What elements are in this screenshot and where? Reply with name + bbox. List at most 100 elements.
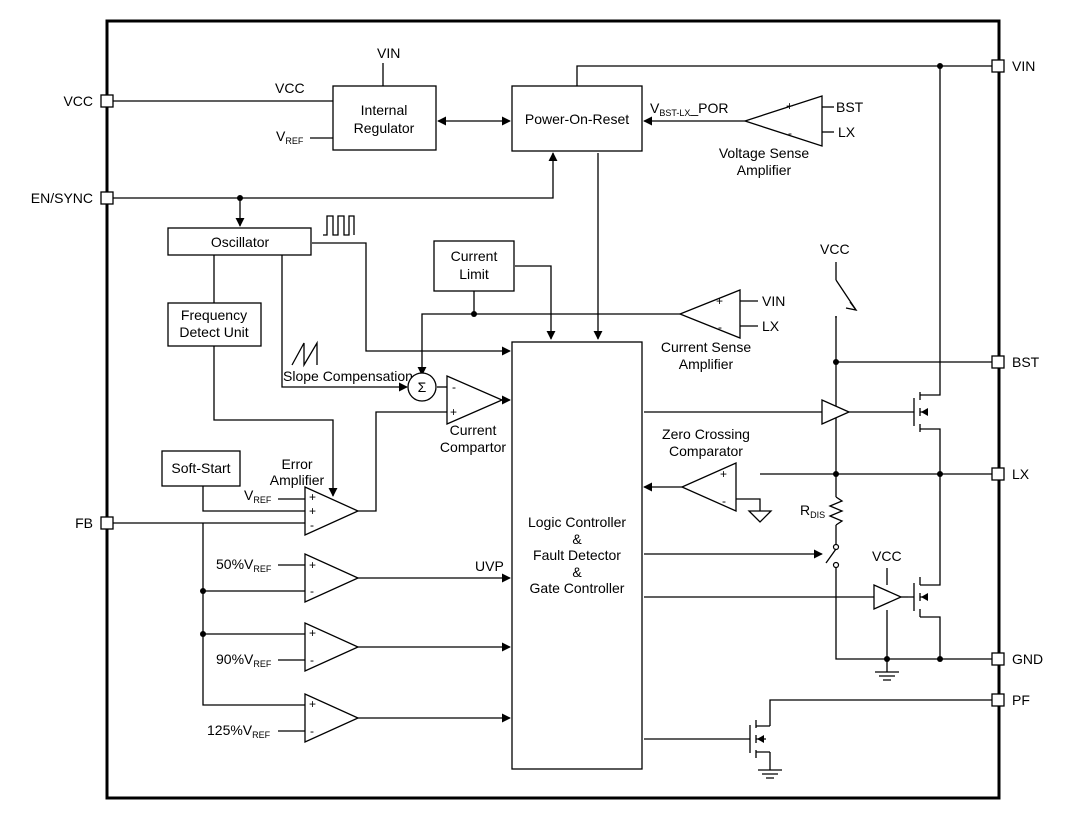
pin-gnd-label: GND bbox=[1012, 651, 1043, 667]
pin-bst-box bbox=[991, 355, 1005, 369]
vsa-title-line2: Amplifier bbox=[737, 162, 792, 178]
csa-title: Current Sense bbox=[661, 339, 751, 355]
zero-crossing-title-line2: Comparator bbox=[669, 443, 743, 459]
svg-text:+: + bbox=[450, 405, 457, 419]
sigma-summer: Σ bbox=[407, 372, 437, 402]
svg-text:+: + bbox=[716, 294, 723, 308]
por-signal-label: VBST-LX_POR bbox=[650, 100, 728, 118]
svg-text:&: & bbox=[572, 564, 582, 580]
svg-text:Oscillator: Oscillator bbox=[211, 234, 270, 250]
ground-symbol bbox=[758, 769, 782, 779]
svg-text:Frequency: Frequency bbox=[181, 307, 247, 323]
csa-title-line2: Amplifier bbox=[679, 356, 734, 372]
svg-text:-: - bbox=[310, 518, 314, 532]
c90-vref-label: 90%VREF bbox=[216, 651, 272, 669]
junction-dots bbox=[200, 63, 943, 662]
error-amplifier-title-line2: Amplifier bbox=[270, 472, 325, 488]
regulator-vin-label: VIN bbox=[377, 45, 400, 61]
c50-vref-label: 50%VREF bbox=[216, 556, 272, 574]
pin-lx-label: LX bbox=[1012, 466, 1030, 482]
svg-text:+: + bbox=[786, 99, 793, 113]
low-side-driver bbox=[873, 583, 903, 611]
pin-vcc-box bbox=[100, 94, 114, 108]
svg-text:Power-On-Reset: Power-On-Reset bbox=[525, 111, 629, 127]
svg-text:-: - bbox=[722, 494, 726, 508]
csa-plus-label: VIN bbox=[762, 293, 785, 309]
svg-text:-: - bbox=[452, 380, 456, 394]
svg-text:+: + bbox=[720, 467, 727, 481]
soft-start-block: Soft-Start bbox=[161, 450, 241, 487]
svg-text:Regulator: Regulator bbox=[354, 120, 415, 136]
svg-text:&: & bbox=[572, 531, 582, 547]
power-on-reset-block: Power-On-Reset bbox=[511, 85, 643, 152]
high-side-driver bbox=[821, 398, 851, 426]
svg-text:-: - bbox=[310, 653, 314, 667]
frequency-detect-block: Frequency Detect Unit bbox=[167, 302, 262, 347]
pin-pf-box bbox=[991, 693, 1005, 707]
pin-gnd-box bbox=[991, 652, 1005, 666]
pin-en-sync-box bbox=[100, 191, 114, 205]
pg-low-comparator: + - bbox=[304, 621, 360, 673]
uvp-label: UVP bbox=[475, 558, 504, 574]
logic-controller-block: Logic Controller & Fault Detector & Gate… bbox=[511, 341, 643, 770]
svg-text:+: + bbox=[309, 626, 316, 640]
svg-text:+: + bbox=[309, 490, 316, 504]
ovp-comparator: + - bbox=[304, 692, 360, 744]
error-amplifier: + + - bbox=[304, 485, 360, 537]
svg-text:Σ: Σ bbox=[418, 379, 427, 395]
pin-lx-box bbox=[991, 467, 1005, 481]
low-side-mosfet bbox=[908, 577, 928, 618]
svg-text:+: + bbox=[309, 504, 316, 518]
rdis-resistor bbox=[828, 496, 844, 526]
ground-symbol bbox=[747, 510, 773, 523]
svg-text:Detect Unit: Detect Unit bbox=[179, 324, 248, 340]
internal-regulator-block: Internal Regulator bbox=[332, 85, 437, 151]
oscillator-block: Oscillator bbox=[167, 227, 312, 256]
pin-vin-label: VIN bbox=[1012, 58, 1035, 74]
c125-vref-label: 125%VREF bbox=[207, 722, 271, 740]
low-driver-vcc-label: VCC bbox=[872, 548, 902, 564]
svg-text:Internal: Internal bbox=[361, 102, 408, 118]
bst-switch-icon bbox=[835, 262, 857, 311]
chip-outline bbox=[105, 19, 1001, 800]
pin-bst-label: BST bbox=[1012, 354, 1040, 370]
svg-text:Logic Controller: Logic Controller bbox=[528, 514, 626, 530]
pin-vin-box bbox=[991, 59, 1005, 73]
svg-text:Current: Current bbox=[451, 248, 498, 264]
bst-switch-vcc-label: VCC bbox=[820, 241, 850, 257]
pin-fb-label: FB bbox=[75, 515, 93, 531]
svg-text:-: - bbox=[788, 126, 792, 140]
pulse-train-icon bbox=[323, 215, 355, 236]
vsa-minus-label: LX bbox=[838, 124, 856, 140]
current-comparator-title: Current bbox=[450, 422, 497, 438]
ea-vref-label: VREF bbox=[244, 487, 272, 505]
discharge-switch bbox=[825, 543, 840, 569]
zero-crossing-title: Zero Crossing bbox=[662, 426, 750, 442]
high-side-mosfet bbox=[908, 392, 928, 432]
pin-vcc-label: VCC bbox=[63, 93, 93, 109]
current-limit-block: Current Limit bbox=[433, 240, 515, 292]
svg-text:Fault Detector: Fault Detector bbox=[533, 547, 621, 563]
voltage-sense-amplifier: + - bbox=[742, 95, 823, 147]
csa-minus-label: LX bbox=[762, 318, 780, 334]
error-amplifier-title: Error bbox=[281, 456, 312, 472]
pin-fb-box bbox=[100, 516, 114, 530]
vsa-title: Voltage Sense bbox=[719, 145, 810, 161]
current-comparator: - + bbox=[446, 375, 504, 425]
current-comparator-title-line2: Compartor bbox=[440, 439, 506, 455]
regulator-vref-label: VREF bbox=[276, 128, 304, 146]
current-sense-amplifier: + - bbox=[678, 289, 741, 339]
rdis-label: RDIS bbox=[800, 502, 825, 520]
svg-text:Soft-Start: Soft-Start bbox=[171, 460, 230, 476]
uvp-comparator: + - bbox=[304, 552, 360, 604]
slope-compensation-label: Slope Compensation bbox=[283, 368, 413, 384]
ground-symbol bbox=[875, 671, 899, 681]
pin-en-sync-label: EN/SYNC bbox=[31, 190, 93, 206]
svg-text:Limit: Limit bbox=[459, 266, 489, 282]
svg-text:+: + bbox=[309, 558, 316, 572]
svg-text:+: + bbox=[309, 697, 316, 711]
pf-mosfet bbox=[744, 720, 770, 758]
ramp-icon bbox=[291, 340, 318, 368]
svg-text:Gate Controller: Gate Controller bbox=[530, 580, 625, 596]
